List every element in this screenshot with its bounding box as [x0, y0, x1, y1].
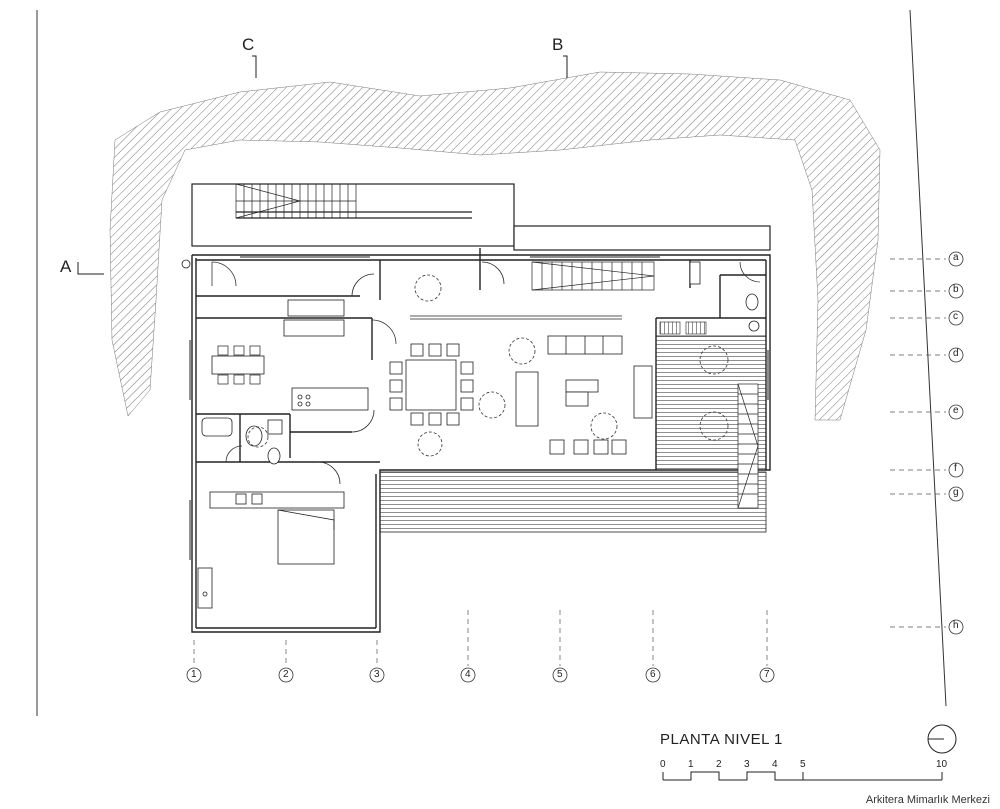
living-furniture	[389, 315, 653, 455]
north-arrow-icon	[927, 724, 957, 754]
grid-column-label: 1	[191, 669, 197, 680]
grid-column-lines	[193, 610, 768, 666]
scale-tick: 0	[660, 759, 666, 770]
stair-right	[531, 261, 655, 291]
stair-upper	[235, 183, 357, 219]
credit-label: Arkitera Mimarlık Merkezi	[855, 790, 1000, 809]
deck-stair	[737, 383, 759, 509]
scale-bar	[662, 771, 943, 781]
terrain-hatch	[109, 71, 881, 421]
kitchen	[211, 299, 369, 411]
site-boundary	[36, 9, 947, 716]
door-swings	[211, 261, 761, 485]
grid-row-lines	[890, 258, 946, 628]
grid-row-bubbles	[948, 251, 964, 635]
section-label-b: B	[552, 35, 564, 54]
section-label-a: A	[60, 257, 72, 276]
grid-row-label: e	[953, 405, 959, 416]
grid-column-bubbles	[186, 667, 775, 683]
grid-column-label: 5	[557, 669, 563, 680]
scale-tick: 1	[688, 759, 694, 770]
section-label-c: C	[242, 35, 255, 54]
deck-lower	[379, 471, 767, 533]
grid-column-label: 6	[650, 669, 656, 680]
scale-tick: 5	[800, 759, 806, 770]
bedroom	[181, 259, 345, 609]
bathroom	[201, 261, 760, 465]
upper-corridor	[191, 183, 771, 251]
scale-tick: 4	[772, 759, 778, 770]
scale-tick: 10	[936, 759, 948, 770]
grid-row-label: b	[953, 284, 959, 295]
scale-tick: 3	[744, 759, 750, 770]
plan-title: PLANTA NIVEL 1	[660, 731, 783, 748]
section-markers	[77, 55, 568, 275]
grid-row-label: d	[953, 348, 959, 359]
grid-row-label: g	[953, 487, 959, 498]
grid-column-label: 2	[283, 669, 289, 680]
vents	[659, 321, 707, 335]
grid-column-label: 4	[465, 669, 471, 680]
grid-row-label: a	[953, 252, 959, 263]
grid-column-label: 7	[764, 669, 770, 680]
grid-row-label: h	[953, 620, 959, 631]
grid-column-label: 3	[374, 669, 380, 680]
grid-row-label: f	[954, 463, 957, 474]
facade-windows	[189, 256, 769, 560]
scale-tick: 2	[716, 759, 722, 770]
grid-row-label: c	[953, 311, 958, 322]
dining-small	[217, 345, 261, 385]
